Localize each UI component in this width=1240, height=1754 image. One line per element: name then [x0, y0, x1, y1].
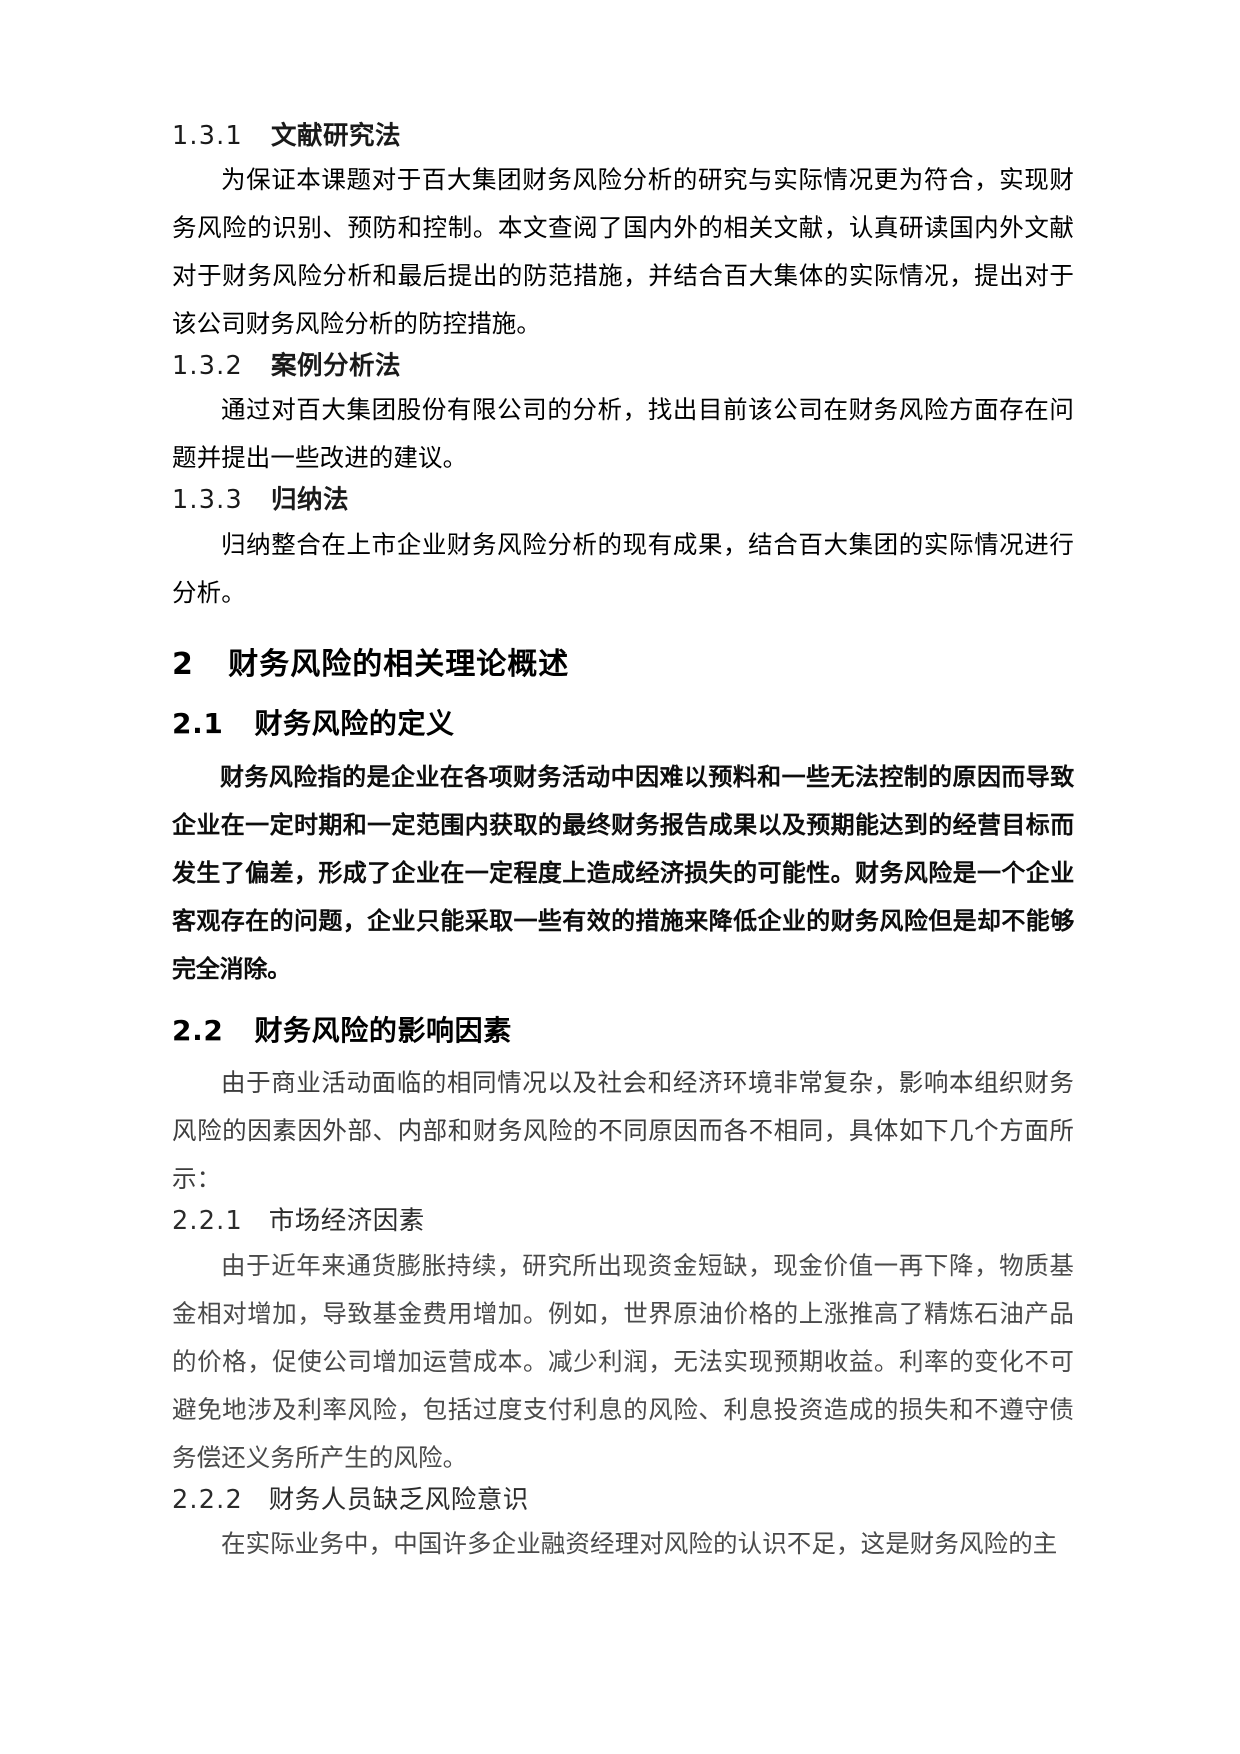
heading-1-3-2-title: 案例分析法	[271, 351, 402, 382]
heading-2-2-1-number: 2.2.1	[172, 1206, 243, 1237]
paragraph-1-3-3: 归纳整合在上市企业财务风险分析的现有成果，结合百大集团的实际情况进行分析。	[172, 529, 1074, 607]
heading-2-1-title: 财务风险的定义	[254, 707, 455, 741]
heading-1-3-2: 1.3.2 案例分析法	[172, 348, 1074, 384]
heading-2-2-2-title: 财务人员缺乏风险意识	[268, 1484, 529, 1515]
heading-2-2-number: 2.2	[172, 1013, 224, 1047]
heading-1-3-1-number: 1.3.1	[172, 121, 243, 151]
paragraph-2-2: 由于商业活动面临的相同情况以及社会和经济环境非常复杂，影响本组织财务风险的因素因…	[172, 1068, 1074, 1194]
heading-1-3-1: 1.3.1 文献研究法	[172, 118, 1074, 154]
heading-2-2-2-number: 2.2.2	[172, 1484, 243, 1515]
heading-2-1-number: 2.1	[172, 707, 224, 741]
heading-2-2-1: 2.2.1 市场经济因素	[172, 1203, 1074, 1239]
heading-1-3-2-number: 1.3.2	[172, 351, 243, 382]
heading-2-2-title: 财务风险的影响因素	[254, 1013, 512, 1047]
heading-1-3-3: 1.3.3 归纳法	[172, 482, 1074, 518]
heading-1-3-3-number: 1.3.3	[172, 485, 243, 516]
heading-2-2: 2.2 财务风险的影响因素	[172, 1011, 1074, 1052]
paragraph-1-3-1: 为保证本课题对于百大集团财务风险分析的研究与实际情况更为符合，实现财务风险的识别…	[172, 165, 1074, 339]
heading-1-3-3-title: 归纳法	[271, 485, 350, 516]
paragraph-2-1: 财务风险指的是企业在各项财务活动中因难以预料和一些无法控制的原因而导致企业在一定…	[172, 762, 1074, 983]
paragraph-2-2-2: 在实际业务中，中国许多企业融资经理对风险的认识不足，这是财务风险的主	[221, 1528, 1058, 1558]
heading-chapter-2-number: 2	[172, 646, 194, 682]
heading-2-1: 2.1 财务风险的定义	[172, 704, 1074, 745]
paragraph-1-3-2: 通过对百大集团股份有限公司的分析，找出目前该公司在财务风险方面存在问题并提出一些…	[172, 395, 1074, 473]
heading-2-2-2: 2.2.2 财务人员缺乏风险意识	[172, 1482, 1074, 1518]
heading-1-3-1-title: 文献研究法	[271, 121, 402, 151]
heading-chapter-2: 2 财务风险的相关理论概述	[172, 643, 1074, 687]
paragraph-2-2-1: 由于近年来通货膨胀持续，研究所出现资金短缺，现金价值一再下降，物质基金相对增加，…	[172, 1250, 1074, 1472]
heading-chapter-2-title: 财务风险的相关理论概述	[228, 646, 570, 682]
document-body: 1.3.1 文献研究法 为保证本课题对于百大集团财务风险分析的研究与实际情况更为…	[172, 118, 1074, 1568]
heading-2-2-1-title: 市场经济因素	[268, 1206, 425, 1237]
